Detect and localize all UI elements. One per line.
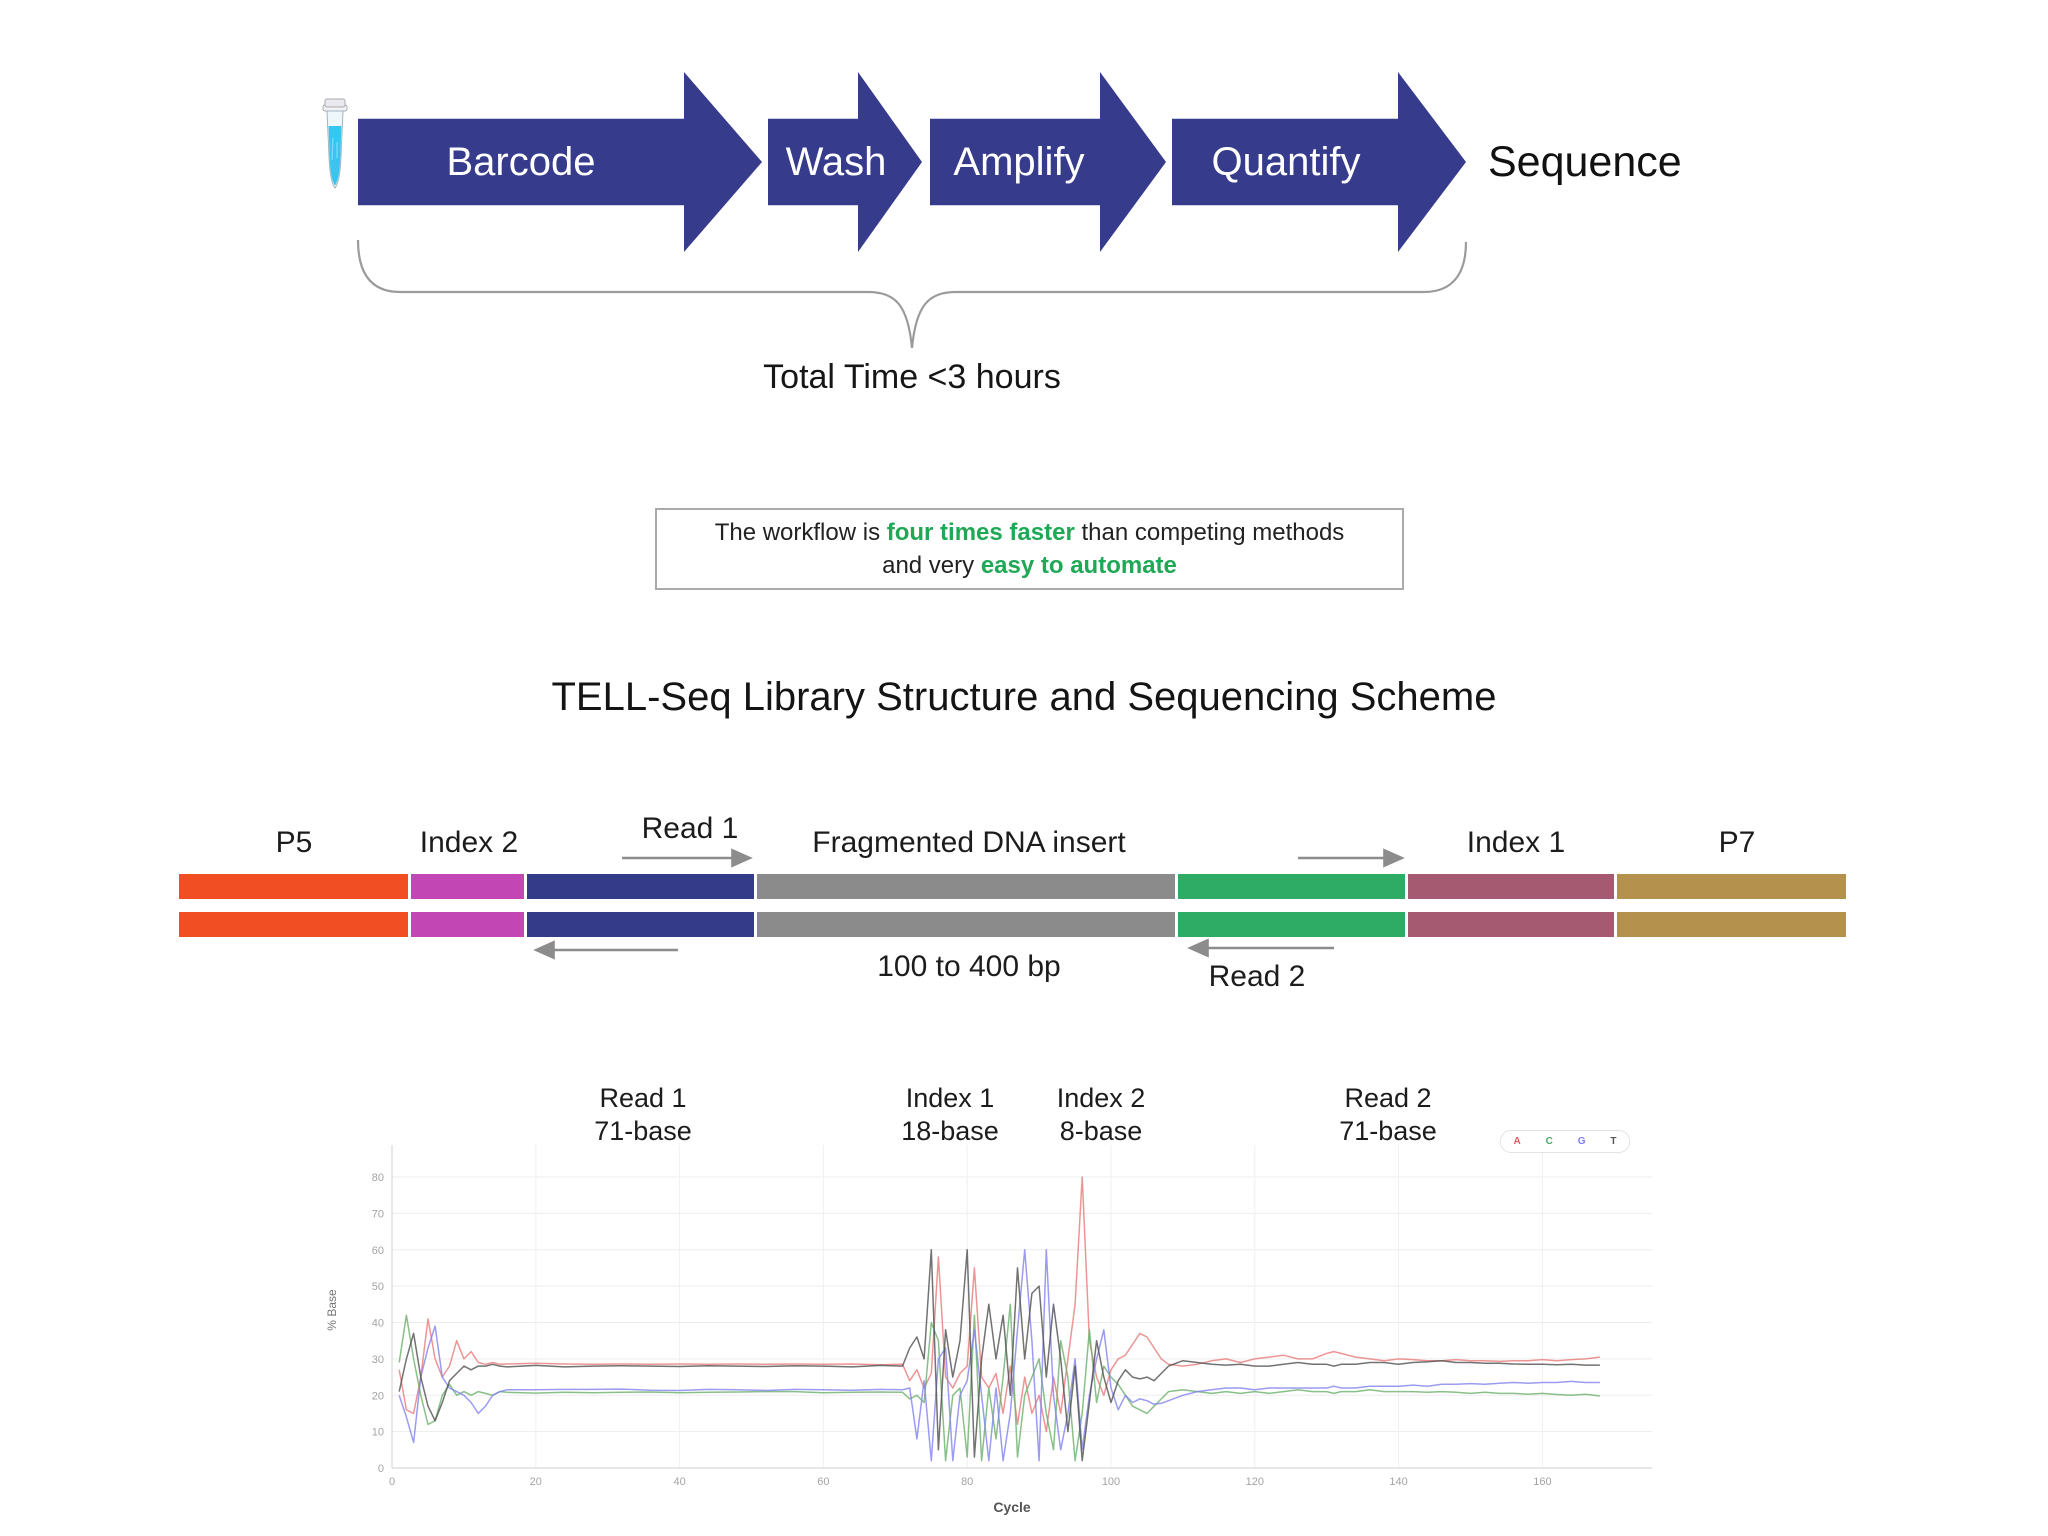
workflow-step-label: Barcode xyxy=(446,140,596,184)
tube-liquid xyxy=(328,126,342,186)
callout-line-1: The workflow is four times faster than c… xyxy=(715,516,1345,549)
label-read2: Read 2 xyxy=(1208,960,1306,993)
library-title: TELL-Seq Library Structure and Sequencin… xyxy=(551,675,1497,719)
workflow-step-quantify: Quantify xyxy=(1172,72,1466,252)
y-tick-label: 50 xyxy=(372,1281,384,1293)
y-tick-label: 20 xyxy=(372,1390,384,1402)
workflow-step-barcode: Barcode xyxy=(358,72,762,252)
label-read1: Read 1 xyxy=(641,812,739,845)
x-tick-label: 160 xyxy=(1533,1476,1551,1488)
workflow-step-amplify: Amplify xyxy=(930,72,1166,252)
label-p5: P5 xyxy=(275,826,313,859)
segment-index2 xyxy=(411,874,524,899)
segment-insert xyxy=(757,874,1175,899)
series-C xyxy=(398,1303,1600,1462)
library-strand-bottom xyxy=(179,912,1849,937)
segment-insert xyxy=(757,912,1175,937)
segment-index1 xyxy=(1408,912,1614,937)
segment-read1-primer xyxy=(527,874,754,899)
x-tick-label: 60 xyxy=(817,1476,829,1488)
x-tick-label: 140 xyxy=(1389,1476,1407,1488)
callout-highlight: easy to automate xyxy=(980,552,1177,579)
workflow-step-label: Amplify xyxy=(953,140,1085,184)
workflow-banner: Barcode Wash Amplify Quantify Sequence xyxy=(0,72,2048,252)
callout-highlight: four times faster xyxy=(886,519,1075,546)
y-tick-label: 0 xyxy=(378,1463,384,1475)
segment-read2-primer xyxy=(1178,912,1405,937)
x-tick-label: 120 xyxy=(1246,1476,1264,1488)
label-index2: Index 2 xyxy=(419,826,519,859)
total-time-label: Total Time <3 hours xyxy=(763,358,1061,396)
label-p7: P7 xyxy=(1718,826,1756,859)
segment-p5 xyxy=(179,912,408,937)
x-tick-label: 20 xyxy=(530,1476,542,1488)
y-tick-label: 40 xyxy=(372,1318,384,1330)
callout-box: The workflow is four times faster than c… xyxy=(655,508,1404,590)
legend-base-G: G xyxy=(1577,1136,1586,1147)
y-tick-label: 80 xyxy=(372,1172,384,1184)
y-tick-label: 70 xyxy=(372,1208,384,1220)
sample-tube-icon xyxy=(322,98,348,189)
workflow-step-label: Wash xyxy=(785,140,887,184)
segment-p7 xyxy=(1617,874,1846,899)
y-axis-title: % Base xyxy=(325,1289,339,1331)
callout-text: and very xyxy=(882,552,981,579)
x-tick-label: 0 xyxy=(389,1476,395,1488)
total-time-brace xyxy=(356,239,1468,349)
label-insert: Fragmented DNA insert xyxy=(812,826,1126,859)
x-tick-label: 40 xyxy=(673,1476,685,1488)
label-index1: Index 1 xyxy=(1466,826,1566,859)
series-A xyxy=(398,1176,1600,1433)
callout-text: than competing methods xyxy=(1074,519,1345,546)
segment-index2 xyxy=(411,912,524,937)
segment-read1-primer xyxy=(527,912,754,937)
workflow-step-label: Quantify xyxy=(1211,140,1361,184)
segment-index1 xyxy=(1408,874,1614,899)
y-tick-label: 30 xyxy=(372,1354,384,1366)
legend-base-T: T xyxy=(1610,1136,1617,1147)
segment-p7 xyxy=(1617,912,1846,937)
y-tick-label: 60 xyxy=(372,1245,384,1257)
x-axis-title: Cycle xyxy=(993,1499,1031,1515)
legend-base-C: C xyxy=(1545,1136,1553,1147)
x-tick-label: 80 xyxy=(961,1476,973,1488)
series-G xyxy=(398,1249,1600,1462)
x-tick-label: 100 xyxy=(1102,1476,1120,1488)
workflow-step-sequence: Sequence xyxy=(1488,138,1682,186)
library-strand-top xyxy=(179,874,1849,899)
y-tick-label: 10 xyxy=(372,1427,384,1439)
legend-base-A: A xyxy=(1513,1136,1521,1147)
segment-p5 xyxy=(179,874,408,899)
series-T xyxy=(398,1249,1600,1462)
workflow-step-wash: Wash xyxy=(768,72,922,252)
callout-line-2: and very easy to automate xyxy=(882,549,1177,582)
base-composition-chart: 0 10 20 30 40 50 60 70 80 0 20 40 60 80 100 120 140 160Cy… xyxy=(325,1145,1652,1515)
callout-text: The workflow is xyxy=(714,519,887,546)
segment-read2-primer xyxy=(1178,874,1405,899)
label-insert-size: 100 to 400 bp xyxy=(877,950,1061,983)
